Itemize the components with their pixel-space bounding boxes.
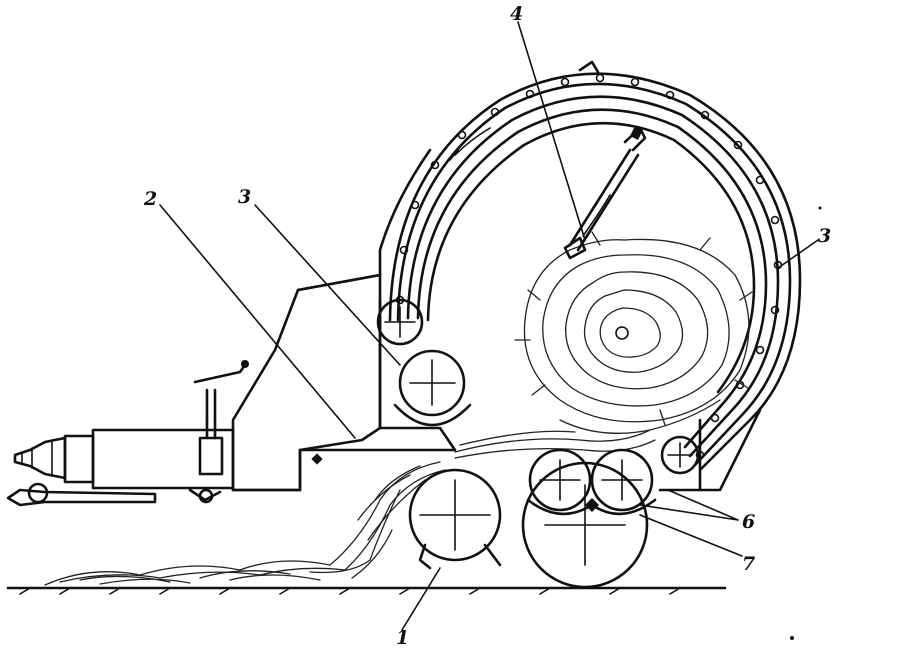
hay-windrow <box>44 461 446 586</box>
specks <box>790 206 822 640</box>
callout-3-right: 3 <box>818 225 831 247</box>
callout-3-left: 3 <box>238 186 251 208</box>
rollers <box>376 298 700 589</box>
callout-4: 4 <box>510 3 523 25</box>
driveline-housing <box>91 360 249 504</box>
callout-7: 7 <box>742 553 755 575</box>
tension-rod <box>563 126 647 260</box>
callout-labels: 2 3 4 3 6 7 1 <box>143 3 831 649</box>
hay-bale <box>454 231 753 459</box>
chain-elevator <box>388 60 802 472</box>
callout-2: 2 <box>143 188 157 210</box>
callout-1: 1 <box>396 627 409 649</box>
callout-6: 6 <box>742 511 755 533</box>
leader-lines <box>159 21 819 631</box>
hitch <box>6 434 157 507</box>
ground <box>6 586 727 595</box>
